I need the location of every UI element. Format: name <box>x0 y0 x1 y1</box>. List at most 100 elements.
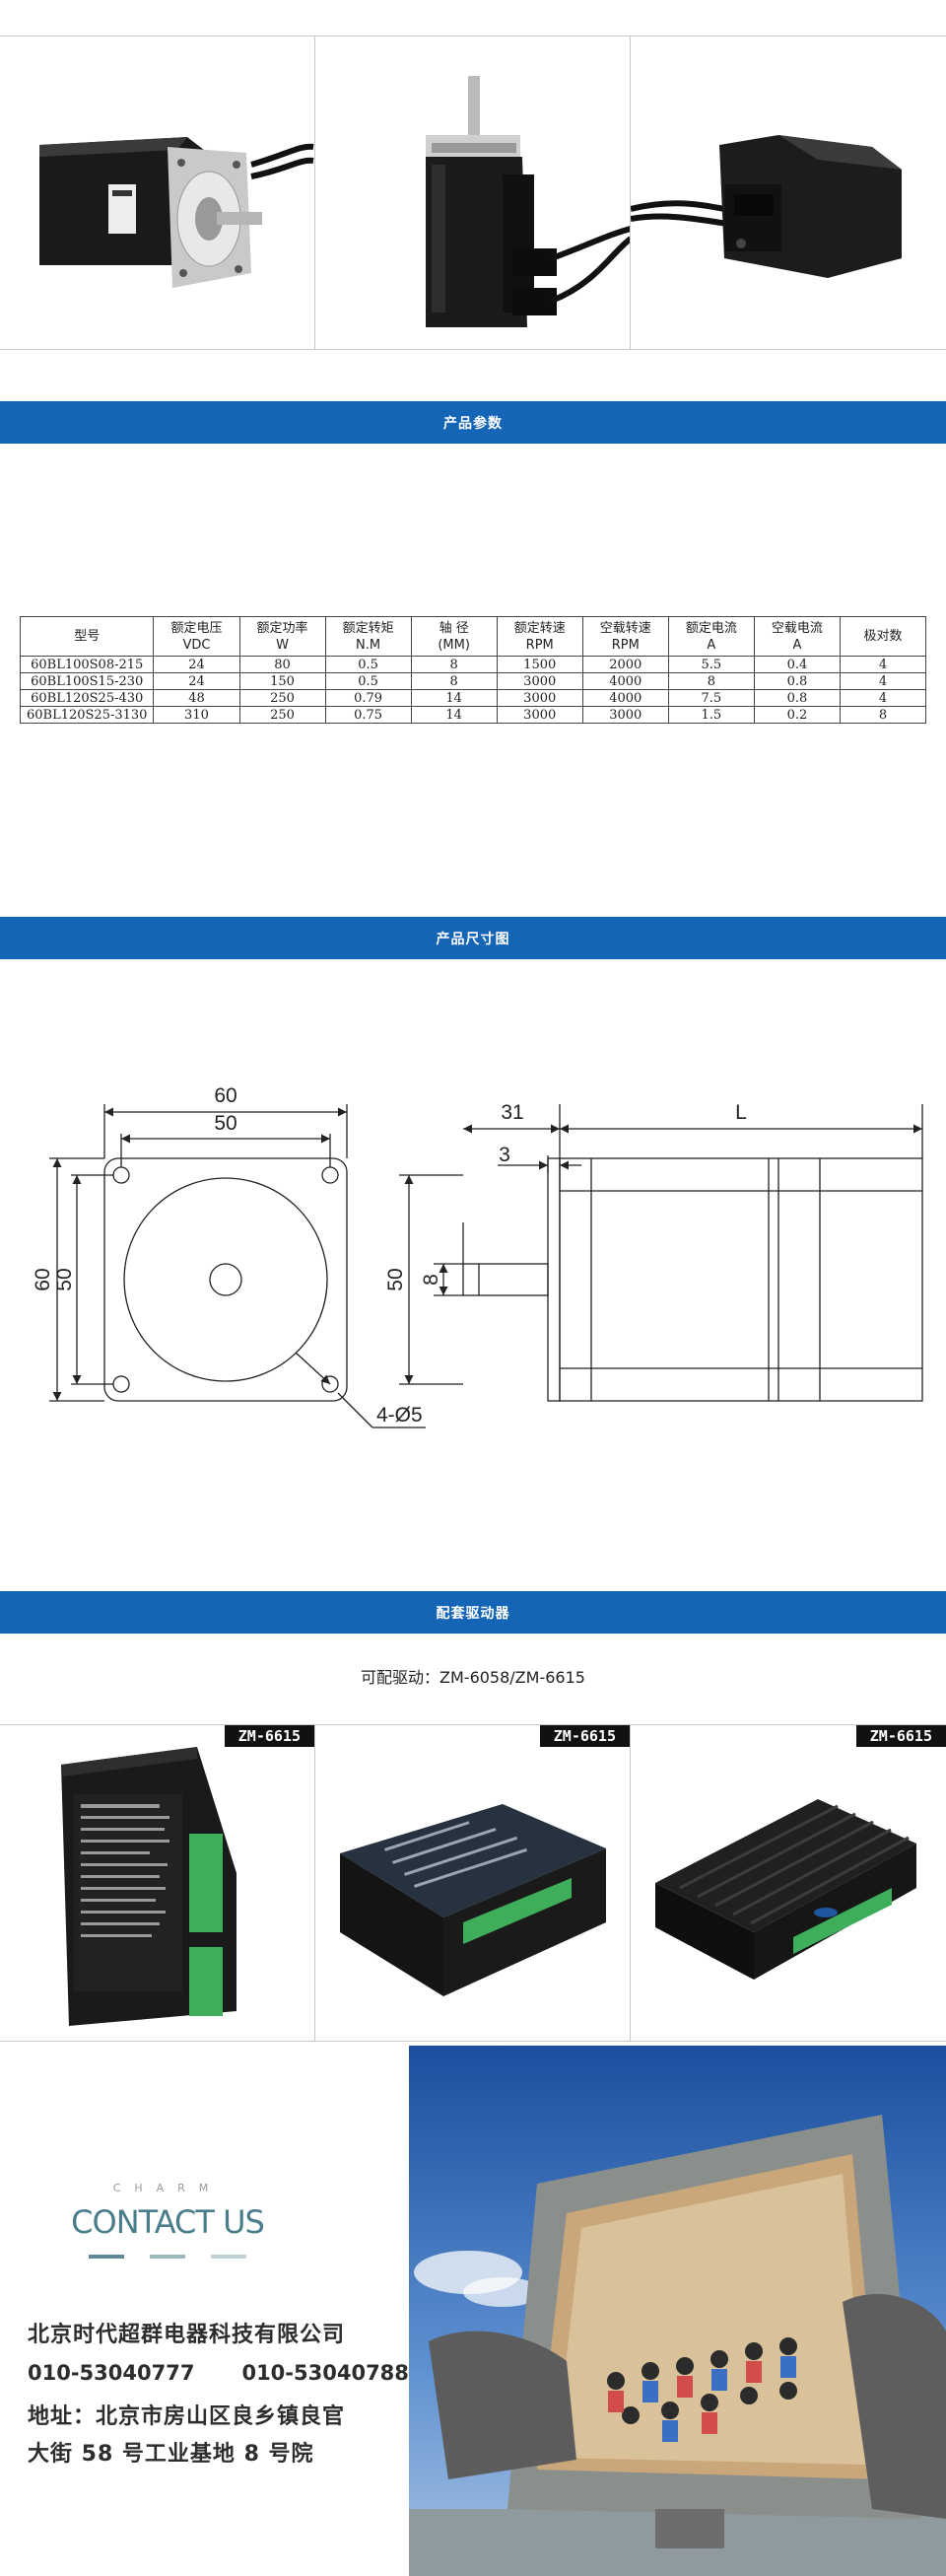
section-bar-driver: 配套驱动器 <box>0 1591 946 1634</box>
motor-photo-side <box>315 35 631 350</box>
driver-photo-row: ZM-6615 ZM-6615 <box>0 1724 946 2042</box>
driver-caption: 可配驱动：ZM-6058/ZM-6615 <box>361 1668 585 1687</box>
section-title-params: 产品参数 <box>443 415 503 432</box>
spec-cell: 250 <box>238 689 326 707</box>
mount-hole <box>321 1166 339 1184</box>
dim-label-50-left: 50 <box>53 1268 76 1290</box>
spec-cell: 60BL100S15-230 <box>19 672 155 690</box>
driver-photo-1: ZM-6615 <box>0 1724 315 2042</box>
spec-cell: 150 <box>238 672 326 690</box>
driver-model-label: ZM-6615 <box>855 1725 946 1747</box>
spec-cell: 0.2 <box>753 706 841 724</box>
spec-cell: 80 <box>238 656 326 673</box>
spec-cell: 14 <box>410 689 498 707</box>
driver-photo-3: ZM-6615 <box>631 1724 946 2042</box>
spec-cell: 24 <box>153 656 240 673</box>
spec-cell: 8 <box>839 706 927 724</box>
spec-cell: 1500 <box>496 656 583 673</box>
flange-side <box>547 1157 561 1402</box>
spec-cell: 0.5 <box>324 656 412 673</box>
spec-cell: 48 <box>153 689 240 707</box>
section-title-dimensions: 产品尺寸图 <box>436 931 510 947</box>
motor-body-side <box>559 1157 923 1402</box>
spec-cell: 60BL120S25-3130 <box>19 706 155 724</box>
spec-cell: 250 <box>238 706 326 724</box>
motor-photo-back <box>631 35 946 350</box>
shaft-circle <box>209 1263 242 1296</box>
spec-cell: 0.8 <box>753 689 841 707</box>
decorative-dashes <box>89 2255 246 2259</box>
spec-cell: 4 <box>839 672 927 690</box>
address-line-1: 地址：北京市房山区良乡镇良官 <box>28 2404 346 2429</box>
spec-cell: 60BL100S08-215 <box>19 656 155 673</box>
charm-label: CHARM <box>112 2182 223 2194</box>
spec-header-shaft: 轴 径(MM) <box>410 616 498 657</box>
spec-cell: 1.5 <box>667 706 755 724</box>
dim-label-L: L <box>735 1101 747 1124</box>
company-name: 北京时代超群电器科技有限公司 <box>28 2323 346 2347</box>
spec-cell: 8 <box>410 656 498 673</box>
spec-cell: 3000 <box>496 672 583 690</box>
motor-photo-row <box>0 35 946 350</box>
motor-back-image <box>631 135 902 278</box>
flange-outline <box>103 1157 348 1402</box>
spec-header-model: 型号 <box>19 616 155 657</box>
spec-cell: 14 <box>410 706 498 724</box>
dim-label-60-left: 60 <box>32 1268 54 1290</box>
driver-photo-2: ZM-6615 <box>315 1724 631 2042</box>
spec-cell: 60BL120S25-430 <box>19 689 155 707</box>
spec-cell: 0.4 <box>753 656 841 673</box>
spec-header-poles: 极对数 <box>839 616 927 657</box>
spec-cell: 0.5 <box>324 672 412 690</box>
address-line-2: 大街 58 号工业基地 8 号院 <box>28 2442 314 2467</box>
spec-cell: 0.75 <box>324 706 412 724</box>
spec-cell: 310 <box>153 706 240 724</box>
spec-cell: 0.79 <box>324 689 412 707</box>
mount-hole <box>321 1375 339 1393</box>
spec-cell: 0.8 <box>753 672 841 690</box>
flange-circle <box>123 1177 328 1382</box>
sculpture-image <box>409 2046 946 2576</box>
dim-label-50-side: 50 <box>384 1268 407 1290</box>
mount-hole <box>112 1375 130 1393</box>
sculpture-photo <box>409 2046 946 2576</box>
spec-cell: 4000 <box>581 689 669 707</box>
section-bar-dimensions: 产品尺寸图 <box>0 917 946 959</box>
section-title-driver: 配套驱动器 <box>436 1605 510 1622</box>
spec-cell: 24 <box>153 672 240 690</box>
motor-side-image <box>426 76 630 327</box>
driver-image-2 <box>340 1804 606 1996</box>
driver-model-label: ZM-6615 <box>224 1725 314 1747</box>
motor-front-image <box>39 137 314 288</box>
dimension-drawing: 60 50 60 50 4-Ø5 31 3 L 50 8 <box>32 1084 923 1428</box>
phone-2: 010-53040788 <box>241 2361 409 2385</box>
dim-label-3: 3 <box>499 1144 510 1166</box>
dim-label-31: 31 <box>501 1101 523 1124</box>
spec-cell: 3000 <box>581 706 669 724</box>
section-bar-params: 产品参数 <box>0 401 946 444</box>
dim-label-8: 8 <box>420 1274 442 1286</box>
spec-cell: 5.5 <box>667 656 755 673</box>
spec-cell: 3000 <box>496 706 583 724</box>
spec-cell: 8 <box>667 672 755 690</box>
spec-cell: 2000 <box>581 656 669 673</box>
spec-cell: 4 <box>839 656 927 673</box>
contact-panel: CHARM CONTACT US 北京时代超群电器科技有限公司 010-5304… <box>0 2046 409 2576</box>
driver-model-label: ZM-6615 <box>539 1725 630 1747</box>
spec-cell: 4000 <box>581 672 669 690</box>
motor-photo-front <box>0 35 315 350</box>
dim-label-60-top: 60 <box>214 1084 236 1107</box>
contact-us-title: CONTACT US <box>71 2203 265 2241</box>
dim-label-holes: 4-Ø5 <box>376 1404 423 1427</box>
